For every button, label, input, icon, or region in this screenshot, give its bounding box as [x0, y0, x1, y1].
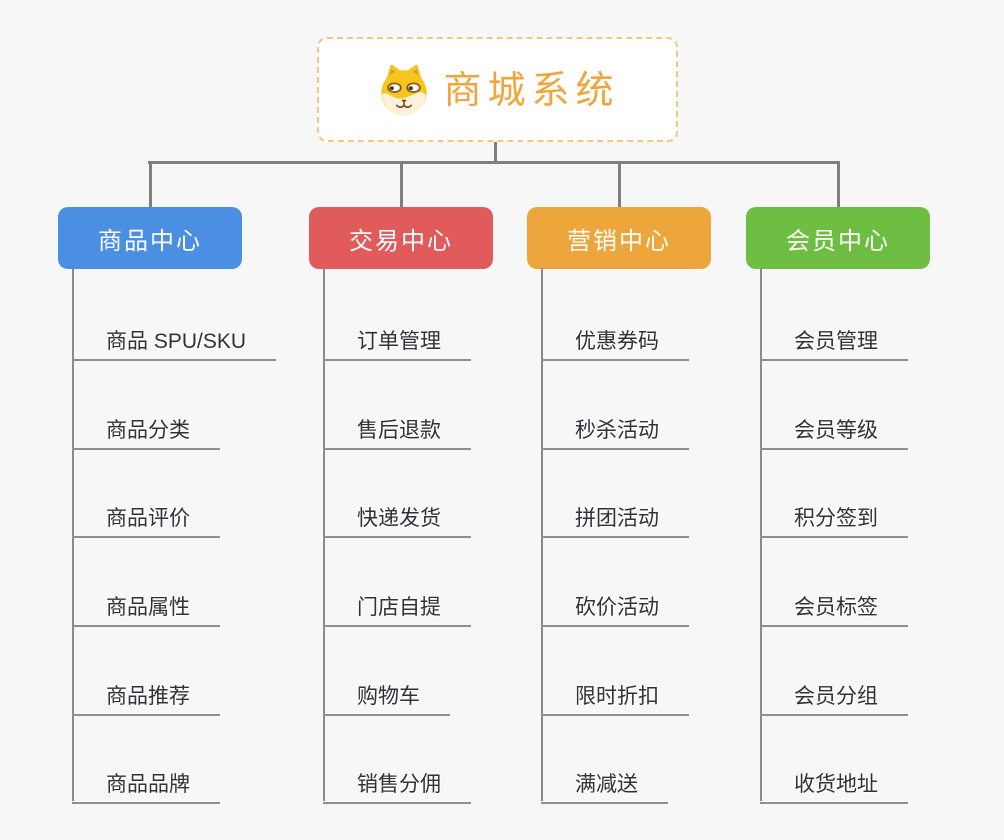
leaf-item[interactable]: 商品品牌	[72, 755, 220, 804]
leaf-label: 会员标签	[794, 595, 878, 619]
branch-trunk-line	[72, 268, 74, 801]
leaf-item[interactable]: 商品推荐	[72, 667, 220, 716]
leaf-label: 门店自提	[357, 595, 441, 619]
connector-drop-marketing	[617, 161, 621, 208]
branch-trunk-line	[760, 268, 762, 801]
branch-node-member[interactable]: 会员中心	[746, 207, 930, 269]
leaf-item[interactable]: 会员管理	[760, 312, 908, 361]
leaf-label: 商品评价	[106, 506, 190, 530]
leaf-item[interactable]: 商品评价	[72, 489, 220, 538]
leaf-item[interactable]: 订单管理	[323, 312, 471, 361]
leaf-item[interactable]: 门店自提	[323, 578, 471, 627]
dog-face-icon	[381, 64, 428, 115]
leaf-label: 商品推荐	[106, 684, 190, 708]
connector-drop-member	[836, 161, 840, 208]
branch-node-marketing[interactable]: 营销中心	[527, 207, 711, 269]
connector-bus-line	[148, 161, 838, 164]
leaf-label: 购物车	[357, 684, 420, 708]
leaf-item[interactable]: 收货地址	[760, 755, 908, 804]
root-node[interactable]: 商城系统	[317, 37, 678, 142]
leaf-item[interactable]: 积分签到	[760, 489, 908, 538]
leaf-label: 优惠券码	[575, 329, 659, 353]
leaf-label: 拼团活动	[575, 506, 659, 530]
leaf-label: 售后退款	[357, 418, 441, 442]
leaf-item[interactable]: 商品 SPU/SKU	[72, 312, 277, 361]
leaf-item[interactable]: 商品分类	[72, 401, 220, 450]
leaf-label: 满减送	[575, 772, 638, 796]
leaf-item[interactable]: 会员标签	[760, 578, 908, 627]
leaf-label: 会员管理	[794, 329, 878, 353]
leaf-item[interactable]: 购物车	[323, 667, 450, 716]
root-title: 商城系统	[443, 69, 620, 112]
branch-label: 营销中心	[567, 227, 671, 255]
leaf-item[interactable]: 满减送	[541, 755, 668, 804]
branch-trunk-line	[323, 268, 325, 801]
leaf-label: 收货地址	[794, 772, 878, 796]
leaf-item[interactable]: 会员等级	[760, 401, 908, 450]
leaf-item[interactable]: 售后退款	[323, 401, 471, 450]
leaf-label: 商品品牌	[106, 772, 190, 796]
connector-drop-trade	[399, 161, 403, 208]
leaf-label: 秒杀活动	[575, 418, 659, 442]
leaf-label: 快递发货	[357, 506, 441, 530]
branch-trunk-line	[541, 268, 543, 801]
branch-label: 商品中心	[98, 227, 202, 255]
leaf-label: 会员分组	[794, 684, 878, 708]
leaf-item[interactable]: 拼团活动	[541, 489, 689, 538]
leaf-label: 限时折扣	[575, 684, 659, 708]
leaf-label: 商品分类	[106, 418, 190, 442]
connector-root-drop	[494, 140, 497, 164]
leaf-label: 商品属性	[106, 595, 190, 619]
leaf-item[interactable]: 砍价活动	[541, 578, 689, 627]
leaf-label: 砍价活动	[575, 595, 659, 619]
leaf-label: 商品 SPU/SKU	[106, 329, 247, 353]
leaf-item[interactable]: 快递发货	[323, 489, 471, 538]
leaf-label: 会员等级	[794, 418, 878, 442]
leaf-label: 订单管理	[357, 329, 441, 353]
leaf-label: 销售分佣	[357, 772, 441, 796]
leaf-item[interactable]: 会员分组	[760, 667, 908, 716]
leaf-item[interactable]: 优惠券码	[541, 312, 689, 361]
leaf-label: 积分签到	[794, 506, 878, 530]
leaf-item[interactable]: 销售分佣	[323, 755, 471, 804]
leaf-item[interactable]: 限时折扣	[541, 667, 689, 716]
connector-drop-product	[148, 161, 152, 208]
branch-label: 交易中心	[349, 227, 453, 255]
branch-node-trade[interactable]: 交易中心	[309, 207, 493, 269]
branch-label: 会员中心	[786, 227, 890, 255]
branch-node-product[interactable]: 商品中心	[58, 207, 242, 269]
leaf-item[interactable]: 秒杀活动	[541, 401, 689, 450]
leaf-item[interactable]: 商品属性	[72, 578, 220, 627]
